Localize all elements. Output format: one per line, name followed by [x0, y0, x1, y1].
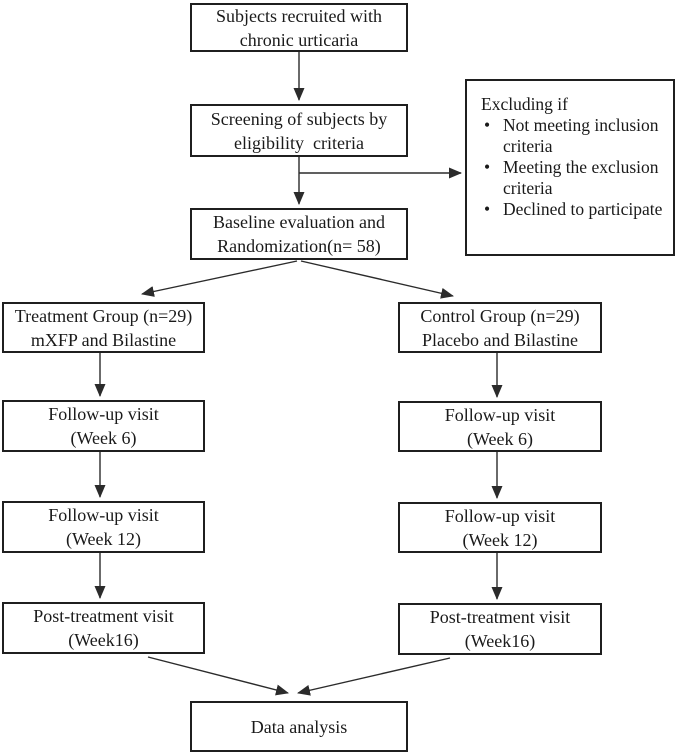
box-treatment-followup-week6: Follow-up visit (Week 6) — [2, 400, 205, 452]
box-control-followup-week6: Follow-up visit (Week 6) — [398, 401, 602, 452]
bullet-icon: • — [484, 199, 491, 219]
arrow-c-post-to-data — [297, 657, 451, 696]
arrow-baseline-to-treatment — [141, 260, 298, 297]
exclusion-item: • Meeting the exclusion criteria — [481, 157, 667, 199]
exclusion-item: • Not meeting inclusion criteria — [481, 115, 667, 157]
box-subjects-recruited: Subjects recruited with chronic urticari… — [190, 3, 408, 52]
exclusion-title: Excluding if — [481, 94, 568, 114]
box-screening: Screening of subjects by eligibility cri… — [190, 104, 408, 157]
arrow-baseline-to-control — [300, 260, 454, 299]
exclusion-item-label: Declined to participate — [503, 199, 663, 219]
box-treatment-followup-week12: Follow-up visit (Week 12) — [2, 501, 205, 553]
box-data-analysis: Data analysis — [190, 701, 408, 752]
box-control-followup-week12: Follow-up visit (Week 12) — [398, 502, 602, 553]
box-treatment-post-visit: Post-treatment visit (Week16) — [2, 602, 205, 654]
box-baseline-randomization: Baseline evaluation and Randomization(n=… — [190, 208, 408, 260]
box-treatment-group: Treatment Group (n=29) mXFP and Bilastin… — [2, 302, 205, 353]
bullet-icon: • — [484, 115, 491, 135]
box-control-post-visit: Post-treatment visit (Week16) — [398, 603, 602, 655]
exclusion-item-label: Meeting the exclusion criteria — [503, 157, 659, 198]
exclusion-item-label: Not meeting inclusion criteria — [503, 115, 659, 156]
exclusion-item: • Declined to participate — [481, 199, 667, 220]
arrow-t-post-to-data — [147, 656, 289, 696]
box-control-group: Control Group (n=29) Placebo and Bilasti… — [398, 302, 602, 353]
bullet-icon: • — [484, 157, 491, 177]
box-exclusion-criteria: Excluding if • Not meeting inclusion cri… — [465, 79, 675, 256]
